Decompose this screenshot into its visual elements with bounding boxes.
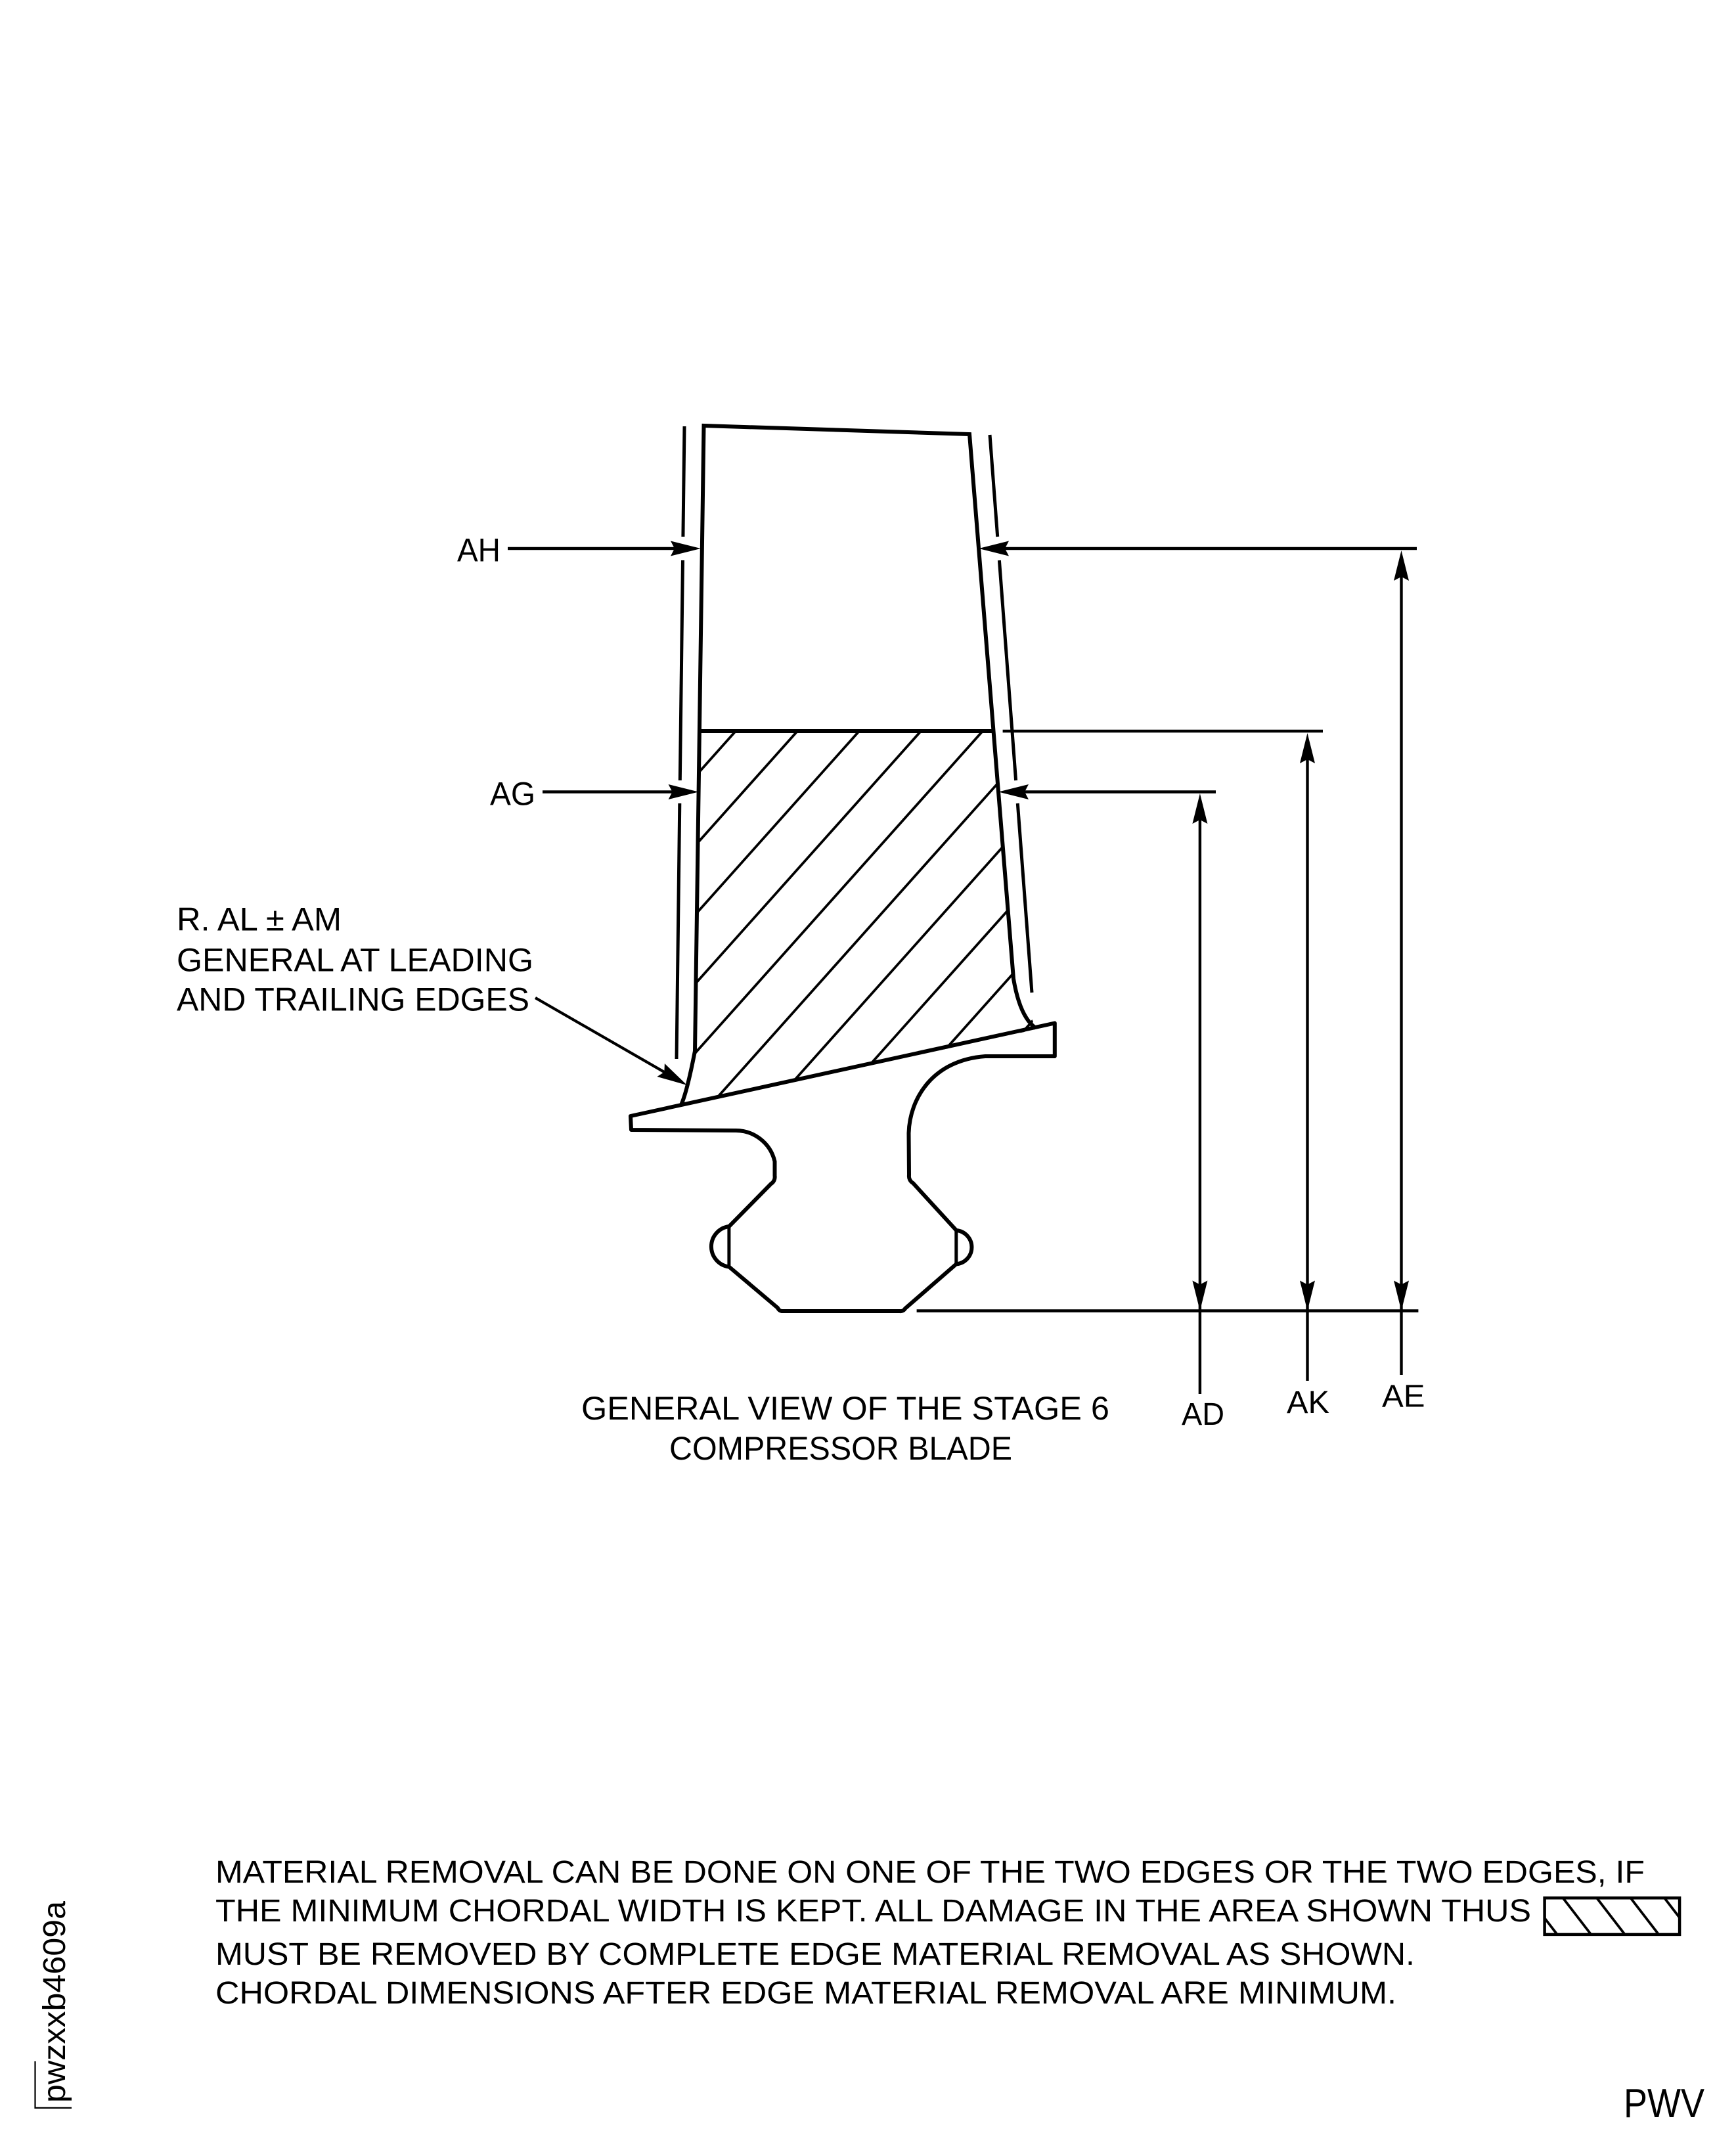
svg-text:MUST BE REMOVED BY COMPLETE ED: MUST BE REMOVED BY COMPLETE EDGE MATERIA… xyxy=(215,1937,1415,1972)
svg-text:AND TRAILING EDGES: AND TRAILING EDGES xyxy=(177,981,529,1018)
svg-text:THE MINIMUM CHORDAL WIDTH IS K: THE MINIMUM CHORDAL WIDTH IS KEPT. ALL D… xyxy=(215,1894,1531,1929)
svg-text:GENERAL AT LEADING: GENERAL AT LEADING xyxy=(177,942,533,979)
svg-text:PWV: PWV xyxy=(1624,2081,1705,2126)
svg-text:CHORDAL DIMENSIONS AFTER EDGE: CHORDAL DIMENSIONS AFTER EDGE MATERIAL R… xyxy=(215,1976,1396,2011)
svg-text:pwzxxb4609a: pwzxxb4609a xyxy=(37,1901,72,2103)
svg-text:AE: AE xyxy=(1382,1379,1425,1414)
svg-text:R. AL ± AM: R. AL ± AM xyxy=(177,901,342,937)
svg-text:AG: AG xyxy=(490,776,535,813)
svg-text:MATERIAL REMOVAL CAN BE DONE O: MATERIAL REMOVAL CAN BE DONE ON ONE OF T… xyxy=(215,1855,1645,1890)
svg-text:AH: AH xyxy=(457,532,501,569)
svg-text:AK: AK xyxy=(1287,1385,1329,1420)
svg-text:COMPRESSOR BLADE: COMPRESSOR BLADE xyxy=(669,1430,1012,1467)
svg-text:GENERAL VIEW OF THE STAGE 6: GENERAL VIEW OF THE STAGE 6 xyxy=(581,1390,1109,1427)
svg-text:AD: AD xyxy=(1182,1397,1224,1432)
